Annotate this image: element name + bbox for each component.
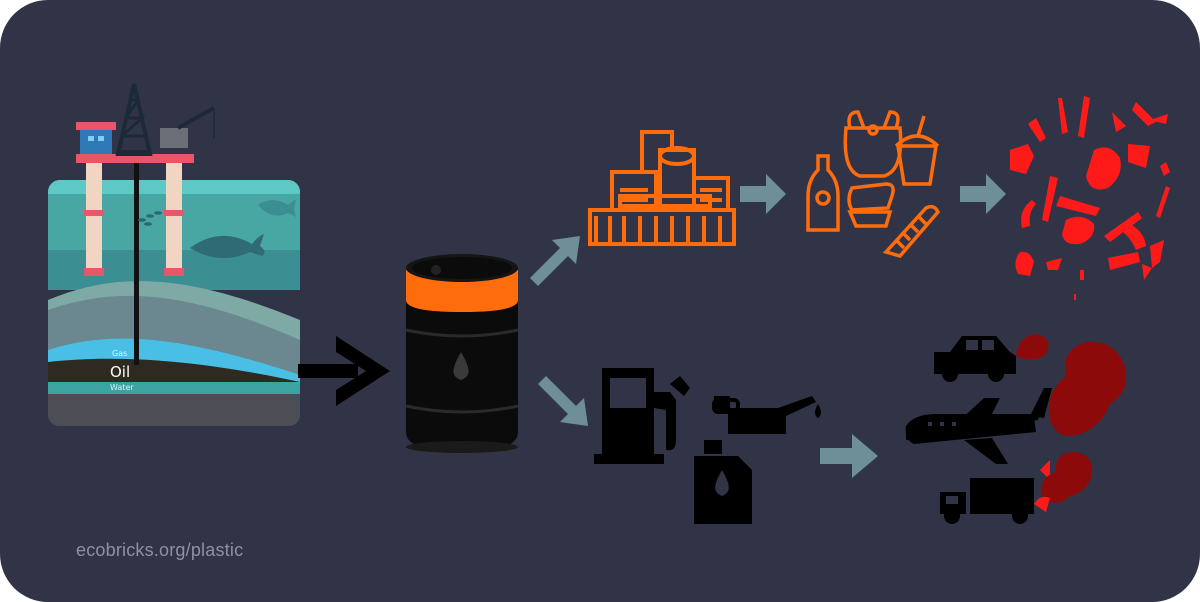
refinery-factory-icon (588, 130, 736, 246)
arrow-icon-down (538, 376, 588, 426)
arrow-icon-waste (960, 174, 1006, 214)
gas-label: Gas (112, 349, 127, 358)
motor-oil-jug-icon (694, 440, 752, 524)
arrow-icon-refinery (740, 174, 786, 214)
arrow-icon-to-barrel (298, 336, 390, 406)
truck-icon (940, 478, 1034, 524)
plastic-waste-icon (1010, 96, 1170, 300)
oil-label: Oil (110, 363, 130, 381)
car-icon (934, 336, 1016, 382)
offshore-oil-rig-icon: Gas Oil Water (48, 83, 300, 426)
arrow-icon-vehicles (820, 434, 878, 478)
plastic-products-icon (806, 110, 941, 258)
water-label: Water (110, 383, 134, 392)
arrow-icon-up (530, 236, 580, 286)
fuel-pump-icon (594, 368, 690, 464)
exhaust-smoke-icon (1016, 334, 1127, 512)
source-url[interactable]: ecobricks.org/plastic (76, 540, 244, 560)
oil-can-icon (712, 396, 821, 434)
airplane-icon (905, 388, 1052, 464)
flow-arrows (530, 174, 1006, 478)
oil-barrel-icon (405, 254, 519, 453)
